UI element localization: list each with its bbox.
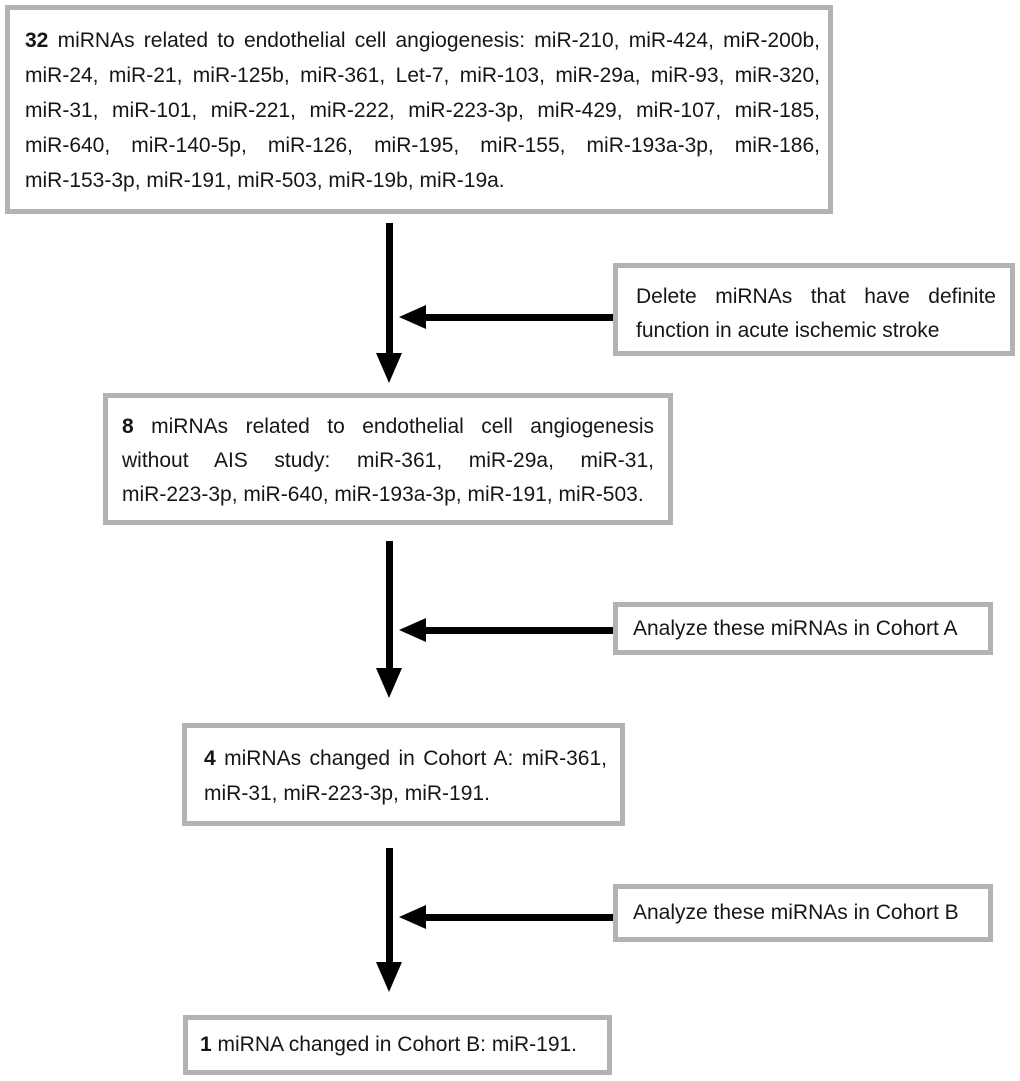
flow-box-1-mirna: 1 miRNA changed in Cohort B: miR-191.: [183, 1015, 612, 1075]
text-line: miR-31, miR-101, miR-221, miR-222, miR-2…: [25, 99, 820, 122]
text-line-rest: miRNAs related to endothelial cell angio…: [48, 29, 820, 52]
flow-box-analyze-cohort-b: Analyze these miRNAs in Cohort B: [613, 884, 993, 942]
text-line: 32 miRNAs related to endothelial cell an…: [25, 23, 820, 58]
arrow-down-1-head: [376, 353, 402, 383]
text-line: 1 miRNA changed in Cohort B: miR-191.: [200, 1033, 577, 1057]
arrow-down-2-shaft: [386, 541, 393, 669]
text-line: miR-223-3p, miR-640, miR-193a-3p, miR-19…: [122, 483, 644, 506]
count-8: 8: [122, 415, 134, 438]
arrow-left-3-shaft: [425, 914, 613, 921]
arrow-left-1-head: [399, 305, 426, 329]
flow-box-4-mirnas: 4 miRNAs changed in Cohort A: miR-361, m…: [182, 723, 625, 826]
flow-box-analyze-cohort-a: Analyze these miRNAs in Cohort A: [613, 602, 993, 655]
text-line: function in acute ischemic stroke: [636, 319, 940, 342]
arrow-left-3-head: [399, 905, 426, 929]
text-line: 4 miRNAs changed in Cohort A: miR-361,: [204, 741, 607, 776]
arrow-down-3-head: [376, 962, 402, 992]
arrow-down-1-shaft: [386, 223, 393, 354]
text-line: Delete miRNAs that have definite: [636, 285, 996, 308]
text-line-rest: miRNAs changed in Cohort A: miR-361,: [215, 747, 607, 770]
text-line: Analyze these miRNAs in Cohort A: [633, 616, 958, 640]
arrow-left-2-shaft: [425, 627, 613, 634]
text-line: miR-153-3p, miR-191, miR-503, miR-19b, m…: [25, 169, 505, 192]
arrow-down-3-shaft: [386, 848, 393, 963]
text-line-rest: miRNA changed in Cohort B: miR-191.: [211, 1033, 578, 1056]
count-32: 32: [25, 29, 49, 52]
arrow-down-2-head: [376, 668, 402, 698]
text-line: Analyze these miRNAs in Cohort B: [633, 901, 959, 924]
text-line: miR-24, miR-21, miR-125b, miR-361, Let-7…: [25, 64, 820, 87]
arrow-left-2-head: [399, 618, 426, 642]
text-line: miR-31, miR-223-3p, miR-191.: [204, 782, 490, 805]
flow-box-8-mirnas: 8 miRNAs related to endothelial cell ang…: [103, 393, 673, 525]
text-line: 8 miRNAs related to endothelial cell ang…: [122, 410, 654, 444]
count-4: 4: [204, 747, 216, 770]
count-1: 1: [200, 1033, 212, 1056]
flow-box-32-mirnas: 32 miRNAs related to endothelial cell an…: [5, 5, 833, 214]
text-line-rest: miRNAs related to endothelial cell angio…: [133, 415, 654, 438]
text-line: without AIS study: miR-361, miR-29a, miR…: [122, 449, 654, 472]
text-line: miR-640, miR-140-5p, miR-126, miR-195, m…: [25, 134, 820, 157]
flow-box-delete-mirnas: Delete miRNAs that have definite functio…: [613, 263, 1015, 356]
arrow-left-1-shaft: [425, 314, 613, 321]
